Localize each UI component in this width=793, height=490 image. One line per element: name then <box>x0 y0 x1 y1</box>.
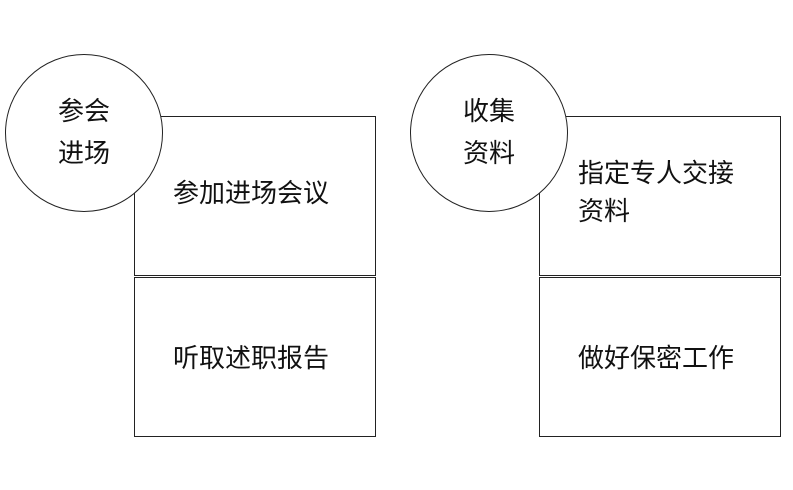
step-text-confidentiality: 做好保密工作 <box>578 344 735 374</box>
group-collect-materials: 指定专人交接 资料 做好保密工作 收集 资料 <box>405 0 793 490</box>
stage-label-collect-materials: 收集 资料 <box>462 97 515 169</box>
step-text-attend-entry-meeting: 参加进场会议 <box>173 179 330 209</box>
step-box-attend-entry-meeting: 参加进场会议 <box>134 116 376 276</box>
group-attend-meeting: 参加进场会议 听取述职报告 参会 进场 <box>5 54 376 437</box>
stage-circle-collect-materials: 收集 资料 <box>410 54 568 212</box>
step-text-hear-report: 听取述职报告 <box>173 344 330 374</box>
step-box-assign-handover: 指定专人交接 资料 <box>539 116 781 276</box>
stage-circle-attend-entry: 参会 进场 <box>5 54 163 212</box>
stage-label-attend-entry: 参会 进场 <box>57 97 110 169</box>
step-text-assign-handover: 指定专人交接 资料 <box>578 159 735 227</box>
step-box-confidentiality: 做好保密工作 <box>539 277 781 437</box>
step-box-hear-report: 听取述职报告 <box>134 277 376 437</box>
